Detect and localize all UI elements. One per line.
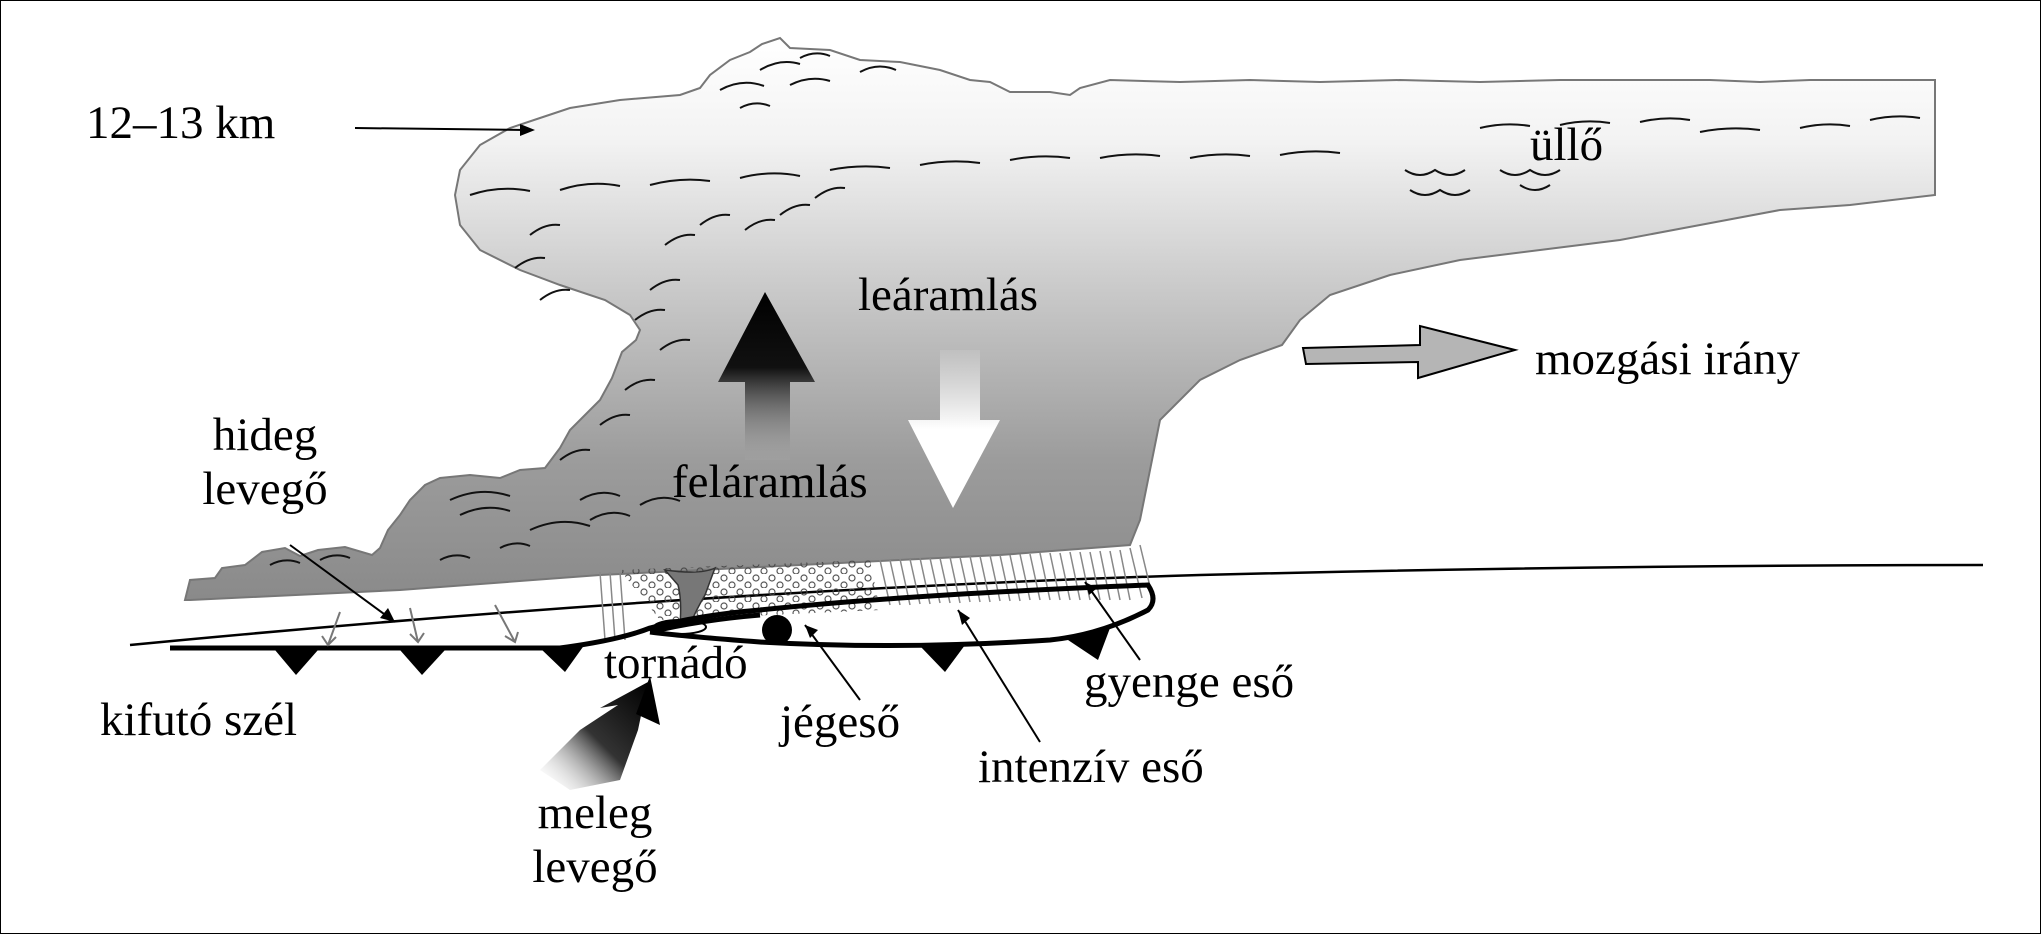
movement-label: mozgási irány [1535,332,1800,386]
gust-front-label: kifutó szél [100,693,297,747]
height-label: 12–13 km [86,96,275,150]
tornado-label: tornádó [604,636,748,690]
warm-air-arrow [540,682,648,790]
hail-pointer [805,625,860,700]
cold-air-line-2: levegő [190,462,340,516]
hail-label: jégeső [780,695,900,749]
cold-air-line-1: hideg [190,408,340,462]
cold-air-label: hideg levegő [190,408,340,516]
light-rain-label: gyenge eső [1084,655,1294,709]
thunderstorm-cloud [185,38,1935,600]
warm-air-line-1: meleg [520,786,670,840]
warm-air-line-2: levegő [520,840,670,894]
heavy-rain-label: intenzív eső [978,740,1204,794]
movement-arrow [1303,326,1515,378]
anvil-label: üllő [1530,118,1603,172]
downdraft-label: leáramlás [858,268,1038,322]
height-pointer [355,128,525,130]
heavy-rain-pointer [958,610,1040,742]
updraft-label: feláramlás [672,455,868,509]
warm-air-label: meleg levegő [520,786,670,894]
